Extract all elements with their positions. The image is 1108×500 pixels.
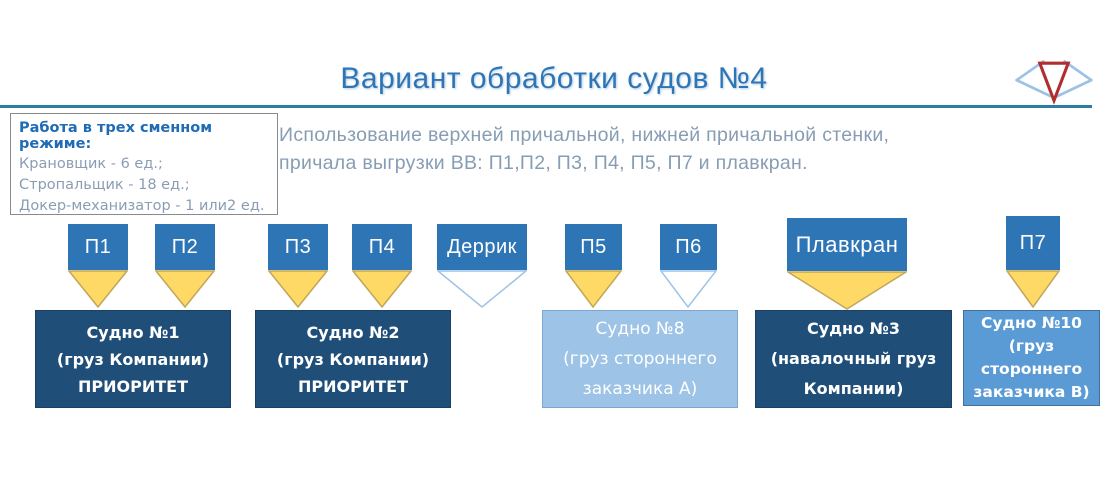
ship-line: (груз Компании) bbox=[56, 349, 210, 369]
arrow-down-icon bbox=[1006, 270, 1060, 308]
arrow-down-icon bbox=[155, 270, 215, 308]
ship-line: Судно №10 bbox=[981, 314, 1082, 332]
crane-p1: П1 bbox=[68, 224, 128, 308]
crane-p5: П5 bbox=[565, 224, 622, 308]
crane-p6: П6 bbox=[660, 224, 717, 308]
ship-line: Компании) bbox=[803, 379, 904, 398]
ship-line: заказчика В) bbox=[973, 383, 1090, 401]
ship-line: (груз bbox=[1008, 337, 1055, 355]
crane-label: П3 bbox=[268, 224, 328, 270]
ship-line: Судно №8 bbox=[595, 319, 685, 339]
ship-line: Судно №2 bbox=[306, 322, 400, 342]
description-line: причала выгрузки ВВ: П1,П2, П3, П4, П5, … bbox=[279, 152, 808, 174]
ship-8: Судно №8 (груз стороннего заказчика А) bbox=[542, 310, 738, 408]
crane-p7: П7 bbox=[1006, 216, 1060, 308]
crane-label: П4 bbox=[352, 224, 412, 270]
ship-10: Судно №10 (груз стороннего заказчика В) bbox=[963, 310, 1100, 406]
info-box-line: Стропальщик - 18 ед.; bbox=[19, 177, 190, 193]
ship-2: Судно №2 (груз Компании) ПРИОРИТЕТ bbox=[255, 310, 451, 408]
crane-label: П7 bbox=[1006, 216, 1060, 270]
crane-derrick: Деррик bbox=[437, 224, 527, 308]
ship-line: Судно №3 bbox=[806, 319, 901, 338]
crane-label: П2 bbox=[155, 224, 215, 270]
crane-label: П5 bbox=[565, 224, 622, 270]
page-title: Вариант обработки судов №4 bbox=[340, 62, 768, 95]
arrow-down-icon bbox=[68, 270, 128, 308]
shift-mode-info-box: Работа в трех сменном режиме: Крановщик … bbox=[10, 113, 278, 215]
crane-label: П1 bbox=[68, 224, 128, 270]
crane-p2: П2 bbox=[155, 224, 215, 308]
ship-line: Судно №1 bbox=[86, 322, 180, 342]
arrow-down-icon bbox=[352, 270, 412, 308]
ship-line: стороннего bbox=[980, 360, 1083, 378]
arrow-down-icon bbox=[437, 270, 527, 308]
ship-line: ПРИОРИТЕТ bbox=[78, 376, 188, 396]
arrow-down-icon bbox=[787, 271, 907, 310]
diamond-logo-icon bbox=[1015, 60, 1093, 105]
arrow-down-icon bbox=[268, 270, 328, 308]
arrow-down-icon bbox=[660, 270, 717, 308]
description-text: Использование верхней причальной, нижней… bbox=[279, 121, 995, 177]
arrow-down-icon bbox=[565, 270, 622, 308]
crane-label: Деррик bbox=[437, 224, 527, 270]
ship-1: Судно №1 (груз Компании) ПРИОРИТЕТ bbox=[35, 310, 231, 408]
crane-plavkran: Плавкран bbox=[787, 218, 907, 310]
crane-label: Плавкран bbox=[787, 218, 907, 271]
crane-label: П6 bbox=[660, 224, 717, 270]
description-line: Использование верхней причальной, нижней… bbox=[279, 124, 890, 146]
ship-line: ПРИОРИТЕТ bbox=[298, 376, 408, 396]
info-box-line: Крановщик - 6 ед.; bbox=[19, 156, 163, 172]
ship-line: (груз Компании) bbox=[276, 349, 430, 369]
crane-p3: П3 bbox=[268, 224, 328, 308]
ship-3: Судно №3 (навалочный груз Компании) bbox=[755, 310, 952, 408]
ship-line: заказчика А) bbox=[582, 379, 698, 399]
info-box-line: Докер-механизатор - 1 или2 ед. bbox=[19, 198, 265, 214]
info-box-heading: Работа в трех сменном режиме: bbox=[19, 120, 213, 152]
ship-line: (груз стороннего bbox=[563, 349, 717, 369]
crane-p4: П4 bbox=[352, 224, 412, 308]
ship-line: (навалочный груз bbox=[770, 349, 937, 368]
title-underline bbox=[0, 105, 1092, 108]
